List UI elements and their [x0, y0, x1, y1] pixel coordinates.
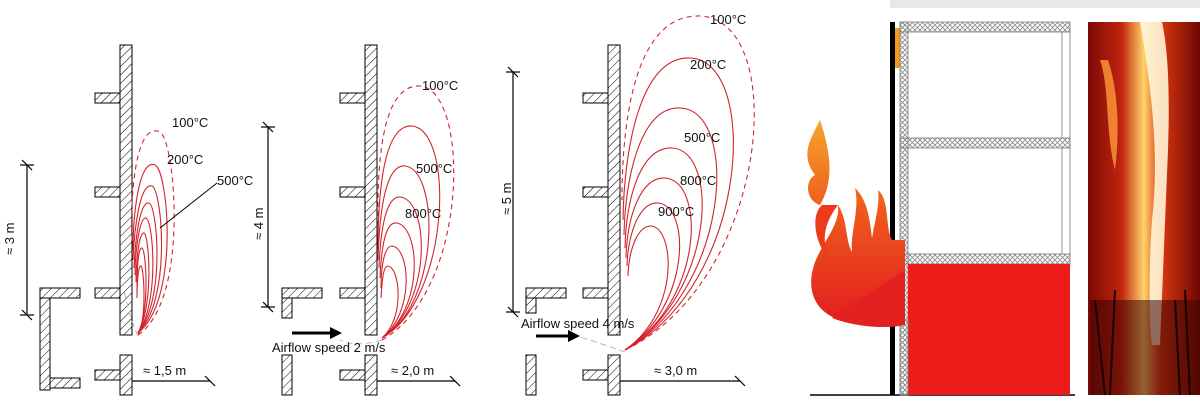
diagram-1: 100°C 200°C 500°C ≈ 3 m ≈ 1,5 m	[2, 44, 253, 396]
temp-label: 100°C	[710, 12, 746, 27]
temp-label: 100°C	[172, 115, 208, 130]
airflow-label: Airflow speed 4 m/s	[521, 316, 635, 331]
fire-test-photo	[1088, 22, 1200, 396]
plume-1: 100°C 200°C 500°C	[123, 115, 253, 337]
height-label: ≈ 5 m	[499, 183, 514, 215]
temp-label: 800°C	[680, 173, 716, 188]
diagram-2: 100°C 500°C 800°C ≈ 4 m Airflow speed 2 …	[251, 44, 461, 396]
width-dimension-3: ≈ 3,0 m	[620, 363, 746, 387]
height-label: ≈ 3 m	[2, 223, 17, 255]
wall-3	[525, 44, 621, 396]
facade-fire-illustration	[807, 0, 1200, 396]
airflow-2: Airflow speed 2 m/s	[272, 327, 386, 355]
airflow-3: Airflow speed 4 m/s	[521, 316, 635, 342]
temp-label: 900°C	[658, 204, 694, 219]
width-label: ≈ 2,0 m	[391, 363, 434, 378]
temp-label: 200°C	[690, 57, 726, 72]
height-dimension-3: ≈ 5 m	[499, 66, 520, 318]
height-dimension-2: ≈ 4 m	[251, 121, 275, 313]
airflow-label: Airflow speed 2 m/s	[272, 340, 386, 355]
temp-label: 100°C	[422, 78, 458, 93]
plume-3: 100°C 200°C 500°C 800°C 900°C	[579, 12, 755, 353]
width-label: ≈ 1,5 m	[143, 363, 186, 378]
wall-2	[281, 44, 378, 396]
width-dimension-1: ≈ 1,5 m	[132, 363, 216, 387]
flame-shape	[807, 120, 905, 320]
diagram-3: 100°C 200°C 500°C 800°C 900°C ≈ 5 m Airf…	[499, 12, 755, 396]
height-dimension-1: ≈ 3 m	[2, 159, 34, 321]
width-dimension-2: ≈ 2,0 m	[377, 363, 461, 387]
plume-2: 100°C 500°C 800°C	[339, 78, 458, 345]
temp-label: 200°C	[167, 152, 203, 167]
temp-label: 500°C	[684, 130, 720, 145]
temp-label: 500°C	[416, 161, 452, 176]
width-label: ≈ 3,0 m	[654, 363, 697, 378]
height-label: ≈ 4 m	[251, 208, 266, 240]
wall-1	[39, 44, 133, 396]
temp-label: 500°C	[217, 173, 253, 188]
temp-label: 800°C	[405, 206, 441, 221]
